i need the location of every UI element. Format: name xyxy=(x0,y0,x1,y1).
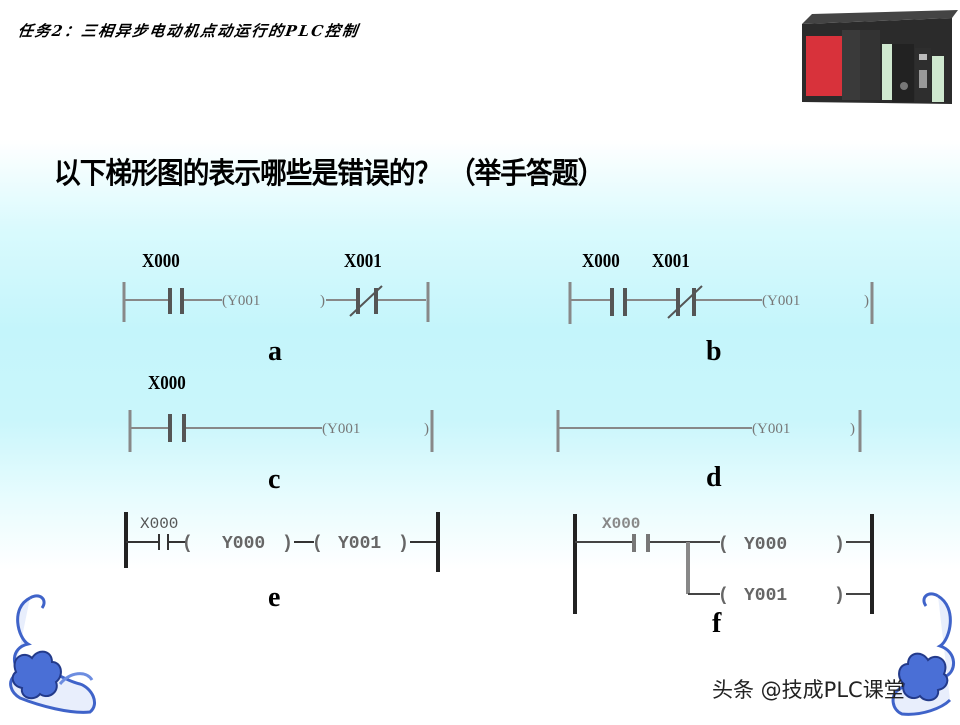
svg-text:Y001: Y001 xyxy=(744,586,787,606)
contact-label-x000: X000 xyxy=(582,250,620,272)
ladder-diagram-d: (Y001 ) d xyxy=(548,396,888,506)
plc-hardware-image xyxy=(782,4,958,116)
svg-text:(: ( xyxy=(182,534,193,554)
ladder-diagram-a: X000 X001 (Y001 ) a xyxy=(118,250,458,370)
svg-text:(Y001: (Y001 xyxy=(752,421,790,437)
ladder-rung-c: (Y001 ) xyxy=(128,410,434,452)
contact-label-x001: X001 xyxy=(344,250,382,272)
ladder-diagram-e: X000 ( Y000 ) ( Y001 ) e xyxy=(118,508,458,618)
diagram-letter-b: b xyxy=(706,336,722,367)
ladder-diagram-c: X000 (Y001 ) c xyxy=(118,372,458,502)
svg-text:(: ( xyxy=(718,535,729,555)
diagram-letter-d: d xyxy=(706,462,722,493)
svg-text:(Y001: (Y001 xyxy=(322,421,360,437)
svg-text:(Y001: (Y001 xyxy=(762,293,800,309)
svg-text:): ) xyxy=(320,293,325,309)
ladder-rung-f: X000 ( Y000 ) ( Y001 ) xyxy=(573,514,874,614)
svg-text:): ) xyxy=(834,535,845,555)
contact-label-x000: X000 xyxy=(142,250,180,272)
svg-text:): ) xyxy=(424,421,429,437)
diagram-letter-f: f xyxy=(712,608,722,639)
svg-text:Y000: Y000 xyxy=(222,534,265,554)
ladder-rung-a: (Y001 ) xyxy=(122,282,430,322)
diagram-letter-e: e xyxy=(268,582,281,613)
svg-text:): ) xyxy=(398,534,409,554)
svg-text:X000: X000 xyxy=(140,515,178,533)
watermark-text: 头条 @技成PLC课堂 xyxy=(712,678,905,702)
ornament-bottom-right-icon xyxy=(888,590,960,725)
ladder-rung-b: (Y001 ) xyxy=(568,282,874,324)
svg-text:): ) xyxy=(864,293,869,309)
question-heading: 以下梯形图的表示哪些是错误的？ （举手答题） xyxy=(54,156,604,190)
svg-text:Y000: Y000 xyxy=(744,535,787,555)
svg-text:X000: X000 xyxy=(602,515,640,533)
svg-text:): ) xyxy=(834,586,845,606)
svg-text:(Y001: (Y001 xyxy=(222,293,260,309)
svg-text:Y001: Y001 xyxy=(338,534,381,554)
ornament-bottom-left-icon xyxy=(0,588,110,723)
contact-label-x001: X001 xyxy=(652,250,690,272)
slide-header-title: 任务2：三相异步电动机点动运行的PLC控制 xyxy=(16,22,361,40)
ladder-diagram-b: X000 X001 (Y001 ) b xyxy=(562,250,882,370)
svg-text:(: ( xyxy=(312,534,323,554)
ladder-rung-d: (Y001 ) xyxy=(556,410,862,452)
svg-text:): ) xyxy=(282,534,293,554)
contact-label-x000: X000 xyxy=(148,372,186,394)
diagram-letter-c: c xyxy=(268,464,281,495)
svg-text:(: ( xyxy=(718,586,729,606)
ladder-rung-e: X000 ( Y000 ) ( Y001 ) xyxy=(124,512,440,572)
diagram-letter-a: a xyxy=(268,336,282,367)
ladder-diagram-f: X000 ( Y000 ) ( Y001 ) f xyxy=(570,508,890,648)
svg-text:): ) xyxy=(850,421,855,437)
